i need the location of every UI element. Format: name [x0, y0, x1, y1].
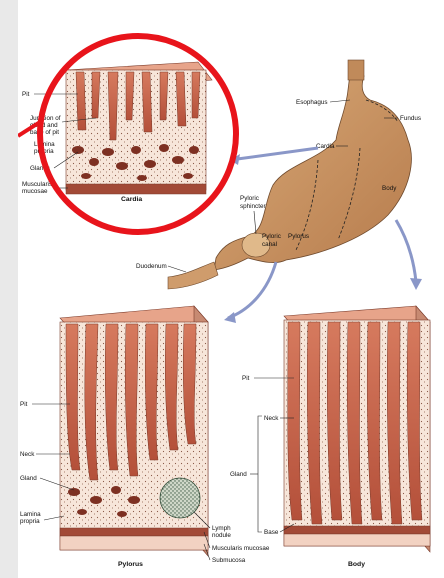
body-submucosa — [284, 534, 430, 546]
pylorus-muscularis — [60, 528, 208, 536]
label-cardia-muscularis-2: mucosae — [22, 188, 48, 195]
label-cardia-muscularis-1: Muscularis — [22, 181, 52, 188]
pylorus-submucosa — [60, 536, 208, 550]
pylorus-block: Pylorus — [60, 306, 208, 568]
label-pylorus-stomach: Pylorus — [288, 233, 309, 240]
body-muscularis — [284, 526, 430, 534]
label-body-gland: Gland — [230, 471, 247, 478]
duodenum-tube — [168, 262, 218, 289]
label-body-neck: Neck — [264, 415, 279, 422]
label-pylorus-lamina-2: propria — [20, 518, 40, 525]
label-pyloric-sphincter-2: sphincter — [240, 203, 266, 210]
cardia-muscularis — [66, 184, 206, 194]
body-block: Body — [284, 306, 430, 568]
label-duodenum: Duodenum — [136, 263, 167, 270]
label-cardia-stomach: Cardia — [316, 143, 335, 150]
label-lymph-2: nodule — [212, 532, 231, 539]
label-fundus: Fundus — [400, 115, 421, 122]
label-lymph-1: Lymph — [212, 525, 231, 532]
esophagus-tube — [348, 60, 364, 80]
caption-cardia: Cardia — [121, 196, 142, 203]
body-gland-bracket — [258, 416, 262, 532]
label-pylorus-pit: Pit — [20, 401, 28, 408]
cardia-tissue — [66, 70, 206, 190]
label-pyloric-sphincter-1: Pyloric — [240, 195, 259, 202]
caption-body: Body — [348, 561, 365, 568]
label-body-stomach: Body — [382, 185, 397, 192]
stomach-histology-diagram: Esophagus Fundus Cardia Body Pyloric sph… — [18, 0, 444, 578]
label-pyloric-canal-2: canal — [262, 241, 277, 248]
arrow-to-pylorus — [228, 262, 276, 318]
label-pyloric-canal-1: Pyloric — [262, 233, 281, 240]
label-cardia-pit: Pit — [22, 91, 30, 98]
label-junction-3: base of pit — [30, 129, 59, 136]
label-pylorus-gland: Gland — [20, 475, 37, 482]
cardia-block: Cardia — [66, 62, 212, 203]
label-junction-1: Junction of — [30, 115, 61, 122]
label-body-base: Base — [264, 529, 279, 536]
label-esophagus: Esophagus — [296, 99, 328, 106]
label-body-pit: Pit — [242, 375, 250, 382]
arrow-to-cardia — [230, 148, 318, 160]
lymph-nodule — [160, 478, 200, 518]
label-pylorus-neck: Neck — [20, 451, 35, 458]
label-pylorus-lamina-1: Lamina — [20, 511, 41, 518]
label-muscularis-mucosae: Muscularis mucosae — [212, 545, 270, 552]
arrow-to-body — [396, 220, 416, 282]
caption-pylorus: Pylorus — [118, 561, 143, 568]
label-submucosa: Submucosa — [212, 557, 246, 564]
histology-figure: Esophagus Fundus Cardia Body Pyloric sph… — [18, 0, 444, 578]
label-cardia-lamina-1: Lamina — [34, 141, 55, 148]
